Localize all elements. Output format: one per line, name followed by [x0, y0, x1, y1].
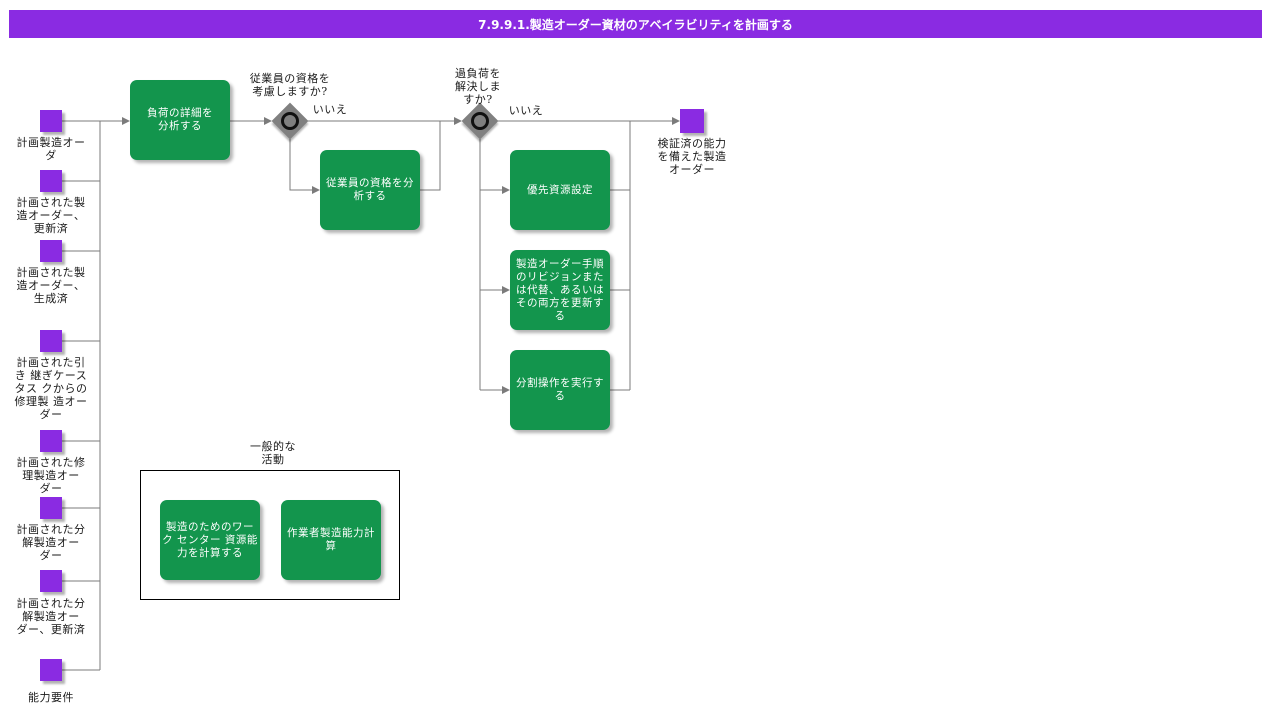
activity-analyze-staff-qualifications[interactable]: 従業員の資格を分 析する [320, 150, 420, 230]
arrowhead [502, 286, 510, 294]
decision-no-label: いいえ [312, 103, 348, 116]
arrowhead [672, 117, 680, 125]
input-event-repair-order-handover[interactable] [40, 330, 62, 352]
gateway-circle-icon [471, 112, 489, 130]
decision-no-label: いいえ [508, 104, 544, 117]
input-event-planned-order-created[interactable] [40, 240, 62, 262]
input-event-label: 計画された引 き 継ぎケース タス クからの 修理製 造オー ダー [14, 356, 88, 421]
input-event-planned-mfg-order[interactable] [40, 110, 62, 132]
process-title-bar: 7.9.9.1.製造オーダー資材のアベイラビリティを計画する [9, 10, 1262, 38]
input-event-label: 計画製造オー ダ [16, 136, 86, 162]
arrowhead [502, 186, 510, 194]
gateway-circle-icon [281, 112, 299, 130]
input-event-capacity-requirements[interactable] [40, 659, 62, 681]
input-event-planned-order-updated[interactable] [40, 170, 62, 192]
activity-calc-worker-capacity[interactable]: 作業者製造能力計算 [281, 500, 381, 580]
input-event-label: 計画された分 解製造オー ダー、更新済 [16, 597, 86, 636]
arrowhead [122, 117, 130, 125]
arrowhead [264, 117, 272, 125]
activity-calc-work-center-capacity[interactable]: 製造のためのワー ク センター 資源能 力を計算する [160, 500, 260, 580]
activity-priority-resource-setting[interactable]: 優先資源設定 [510, 150, 610, 230]
connector-line [420, 121, 441, 191]
activity-execute-split-operation[interactable]: 分割操作を実行す る [510, 350, 610, 430]
output-event-verified-capacity-order[interactable] [680, 109, 704, 133]
activity-analyze-load-details[interactable]: 負荷の詳細を 分析する [130, 80, 230, 160]
input-event-label: 計画された製 造オーダー、 生成済 [16, 266, 86, 305]
output-event-label: 検証済の能力 を備えた製造 オーダー [657, 137, 727, 176]
connector-line [289, 139, 312, 191]
activity-update-routing-revision[interactable]: 製造オーダー手順 のリビジョンまた は代替、あるいは その両方を更新す る [510, 250, 610, 330]
input-event-planned-disassembly-order-updated[interactable] [40, 570, 62, 592]
decision-question: 過負荷を 解決しま すか? [455, 67, 501, 106]
process-title: 7.9.9.1.製造オーダー資材のアベイラビリティを計画する [478, 17, 793, 32]
arrowhead [312, 186, 320, 194]
decision-question: 従業員の資格を 考慮しますか? [249, 72, 331, 98]
arrowhead [454, 117, 462, 125]
input-event-label: 計画された修 理製造オー ダー [16, 456, 86, 495]
input-event-label: 計画された製 造オーダー、 更新済 [16, 196, 86, 235]
input-event-planned-repair-order[interactable] [40, 430, 62, 452]
general-activities-label: 一般的な 活動 [250, 440, 296, 466]
input-event-planned-disassembly-order[interactable] [40, 497, 62, 519]
arrowhead [502, 386, 510, 394]
input-event-label: 能力要件 [28, 691, 74, 704]
general-activities-group [140, 470, 400, 600]
input-event-label: 計画された分 解製造オー ダー [16, 523, 86, 562]
